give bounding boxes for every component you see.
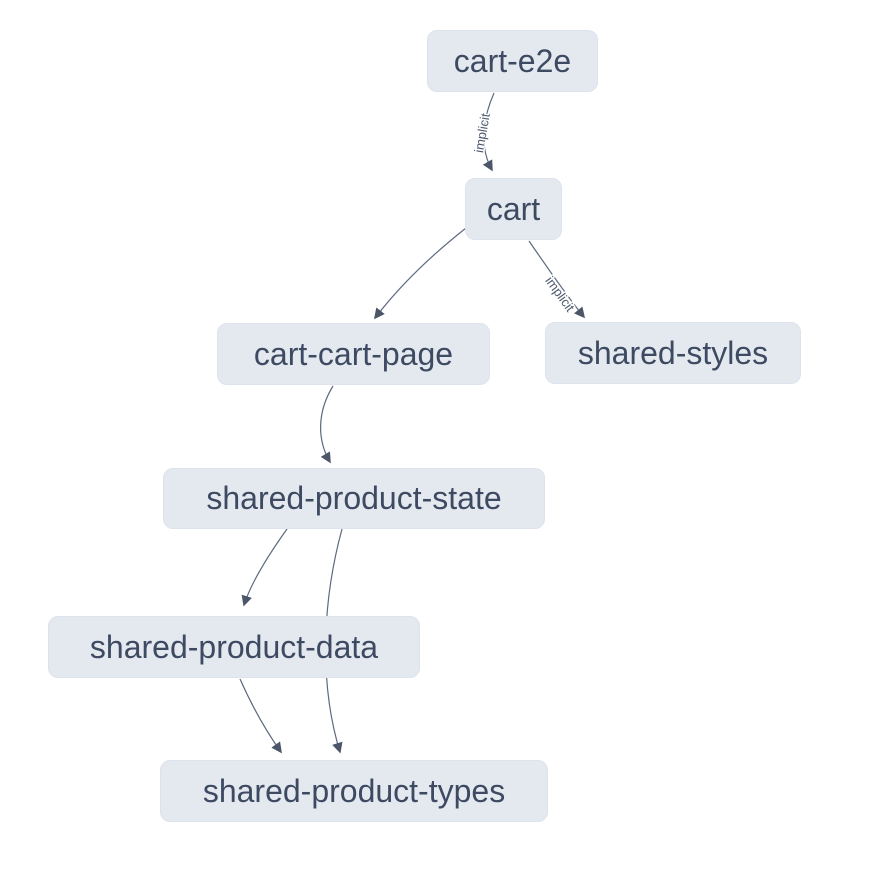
graph-node-label: shared-styles bbox=[577, 334, 769, 371]
graph-node-label: cart-cart-page bbox=[253, 335, 454, 372]
graph-node-cart-cart-page[interactable]: cart-cart-page bbox=[217, 323, 490, 385]
graph-node-shared-styles[interactable]: shared-styles bbox=[545, 322, 801, 384]
graph-node-label: shared-product-types bbox=[202, 772, 506, 809]
graph-node-cart[interactable]: cart bbox=[465, 178, 562, 240]
edge-shared-product-data-to-shared-product-types[interactable] bbox=[239, 678, 282, 754]
graph-node-shared-product-state[interactable]: shared-product-state bbox=[163, 468, 545, 529]
graph-node-label: shared-product-data bbox=[89, 628, 379, 665]
edge-label-implicit-cart-shared-styles[interactable]: implicit bbox=[541, 272, 579, 316]
graph-node-label: cart bbox=[486, 190, 541, 227]
graph-node-label: shared-product-state bbox=[206, 480, 502, 516]
edge-cart-cart-page-to-shared-product-state[interactable] bbox=[320, 385, 334, 464]
graph-node-shared-product-data[interactable]: shared-product-data bbox=[48, 616, 420, 678]
edge-cart-to-cart-cart-page[interactable] bbox=[374, 227, 467, 320]
edge-label-implicit-cart-e2e-cart[interactable]: implicit bbox=[470, 111, 494, 156]
edge-shared-product-state-to-shared-product-data[interactable] bbox=[241, 528, 288, 607]
graph-node-shared-product-types[interactable]: shared-product-types bbox=[160, 760, 548, 822]
edge-cart-e2e-to-cart[interactable] bbox=[482, 92, 495, 172]
graph-node-cart-e2e[interactable]: cart-e2e bbox=[427, 30, 598, 92]
edge-cart-to-shared-styles[interactable] bbox=[528, 240, 586, 319]
graph-node-label: cart-e2e bbox=[453, 42, 572, 79]
